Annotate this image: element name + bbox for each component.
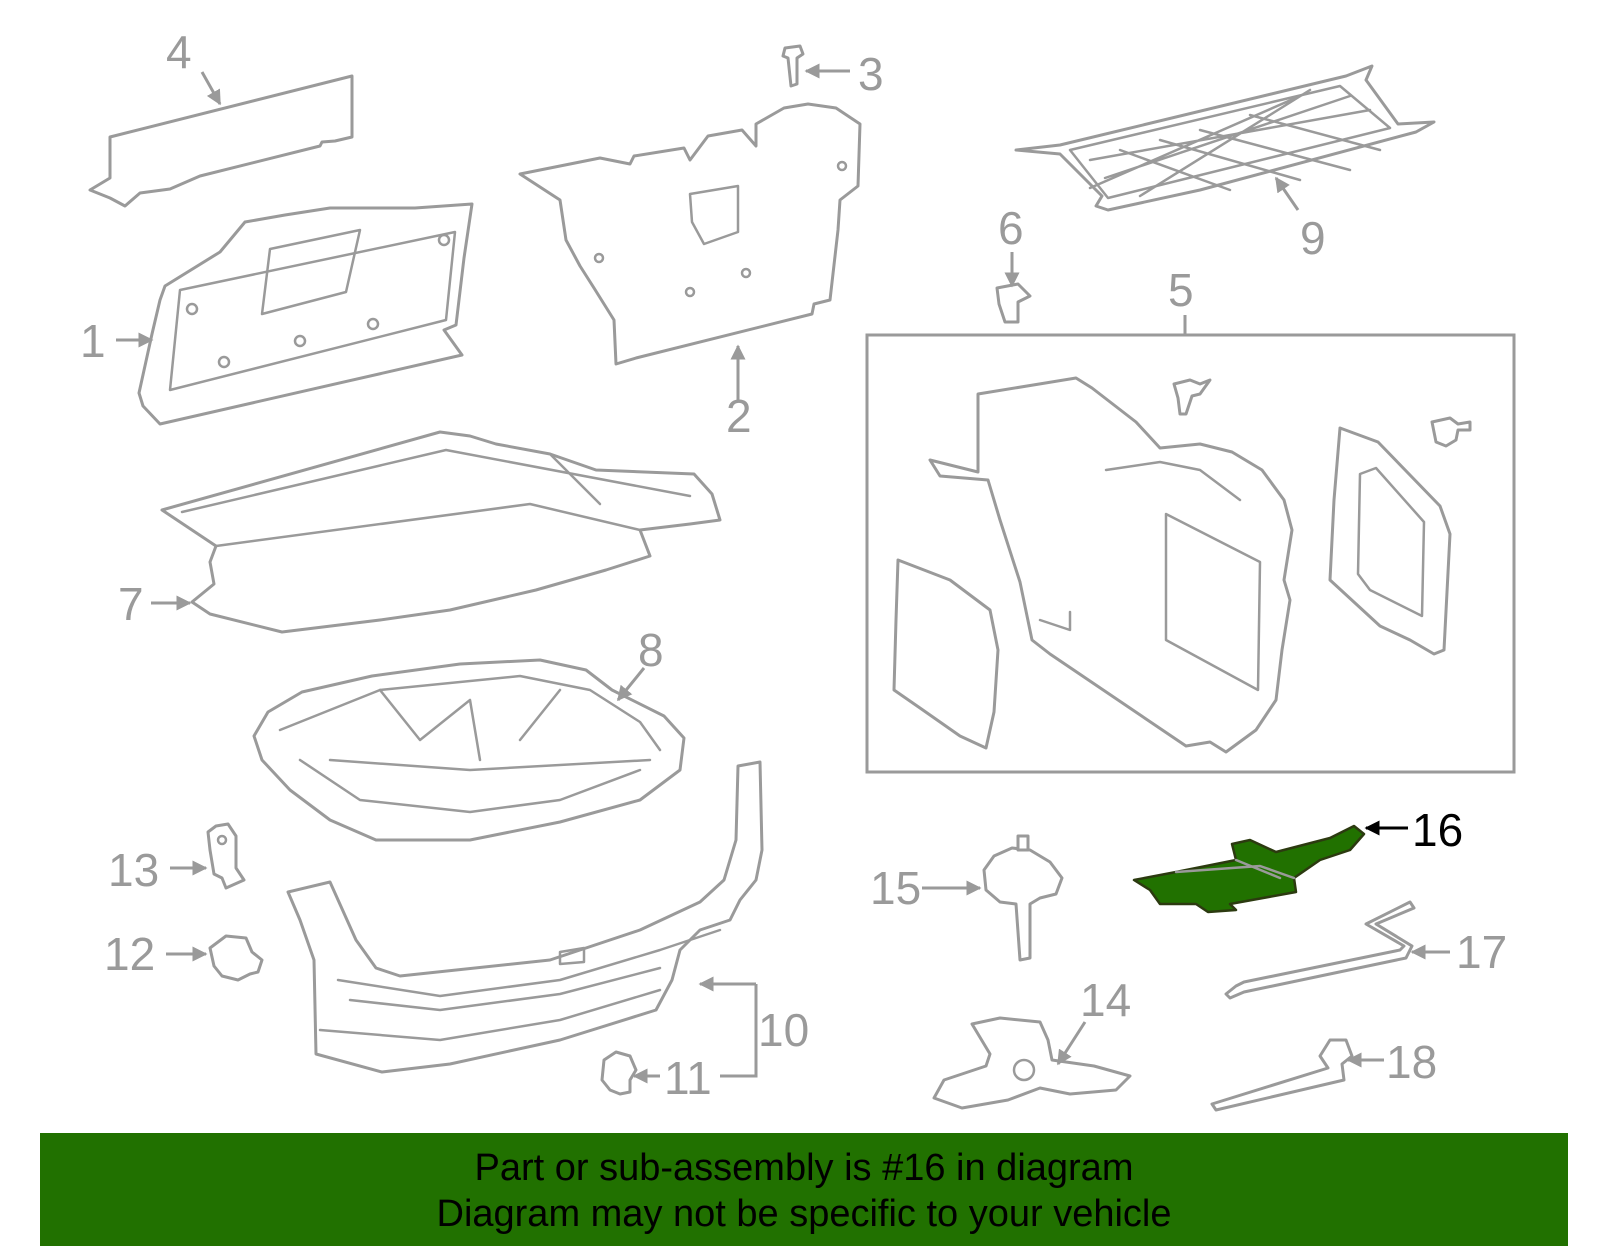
callout-10: 10 [758, 1004, 809, 1056]
callout-3: 3 [858, 48, 884, 100]
callout-14: 14 [1080, 974, 1131, 1026]
part-5-box [865, 333, 1516, 774]
callout-18: 18 [1386, 1036, 1437, 1088]
banner-line-1: Part or sub-assembly is #16 in diagram [474, 1147, 1134, 1189]
part-15-lock [982, 834, 1064, 962]
part-12-clip [208, 934, 264, 982]
info-banner: Part or sub-assembly is #16 in diagram D… [40, 1133, 1568, 1246]
part-8-tray [252, 658, 686, 842]
callout-2: 2 [726, 390, 752, 442]
callout-15: 15 [870, 862, 921, 914]
callout-labels: 1 2 3 4 5 6 7 8 9 10 11 12 13 14 15 16 1… [80, 26, 1507, 1104]
part-7-mat [160, 430, 722, 634]
leader-lines [116, 63, 1450, 1084]
callout-4: 4 [166, 26, 192, 78]
banner-line-2: Diagram may not be specific to your vehi… [436, 1193, 1172, 1235]
callout-5: 5 [1168, 264, 1194, 316]
callout-13: 13 [108, 844, 159, 896]
part-9-cargo-net [1014, 64, 1436, 212]
callout-12: 12 [104, 928, 155, 980]
callout-6: 6 [998, 202, 1024, 254]
callout-7: 7 [118, 578, 144, 630]
part-10-trim [286, 760, 764, 1074]
callout-9: 9 [1300, 212, 1326, 264]
part-18-wrench [1210, 1038, 1354, 1112]
callout-16: 16 [1412, 804, 1463, 856]
part-13-bracket [206, 822, 246, 890]
part-14-handle [932, 1016, 1132, 1110]
part-4-strip [88, 74, 354, 208]
callout-11: 11 [664, 1052, 712, 1104]
part-11-clip [600, 1050, 638, 1096]
part-6-clip [995, 282, 1032, 324]
part-1-panel [137, 202, 474, 426]
callout-8: 8 [638, 624, 664, 676]
part-17-rod [1224, 900, 1416, 1000]
part-3-clip [781, 44, 805, 88]
callout-17: 17 [1456, 926, 1507, 978]
part-16-jack-highlighted [1132, 824, 1366, 914]
callout-1: 1 [80, 315, 106, 367]
part-2-board [518, 102, 862, 366]
